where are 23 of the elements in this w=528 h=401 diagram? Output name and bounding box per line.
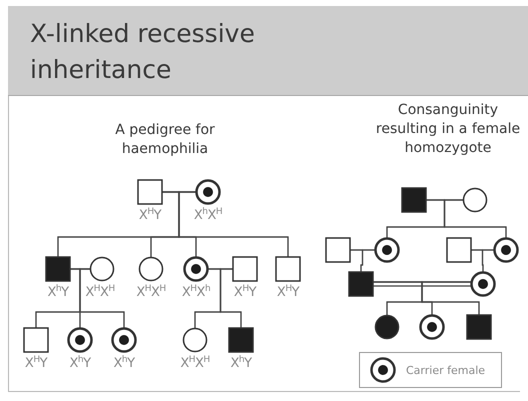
descent-line (421, 281, 480, 315)
genotype-label: X$^{h}$Y (113, 357, 135, 370)
descent-line (482, 249, 494, 272)
title: X-linked recessive inheritance (30, 18, 256, 86)
genotype-label: X$^{H}$Y (276, 286, 300, 299)
genotype-label: X$^{H}$Y (24, 357, 48, 370)
genotype-label: X$^{H}$Y (138, 209, 162, 222)
descent-line (444, 199, 507, 238)
genotype-label: X$^{H}$X$^{H}$ (136, 286, 166, 299)
genotype-label: X$^{h}$Y (47, 286, 69, 299)
genotype-label: X$^{H}$X$^{h}$ (182, 286, 210, 299)
panel-heading: A pedigree for haemophilia (114, 121, 216, 159)
descent-line (220, 268, 242, 328)
genotype-label: X$^{H}$X$^{H}$ (85, 286, 115, 299)
genotype-label: X$^{h}$Y (230, 357, 252, 370)
legend-text: Carrier female (406, 364, 486, 376)
descent-line (79, 268, 125, 328)
genotype-label: X$^{h}$Y (69, 357, 91, 370)
panel-heading: Consanguinity resulting in a female homozygote (374, 101, 522, 158)
descent-line (360, 249, 375, 272)
genotype-label: X$^{H}$X$^{H}$ (180, 357, 210, 370)
genotype-label: X$^{H}$Y (234, 286, 256, 299)
genotype-label: X$^{h}$X$^{H}$ (194, 209, 222, 222)
